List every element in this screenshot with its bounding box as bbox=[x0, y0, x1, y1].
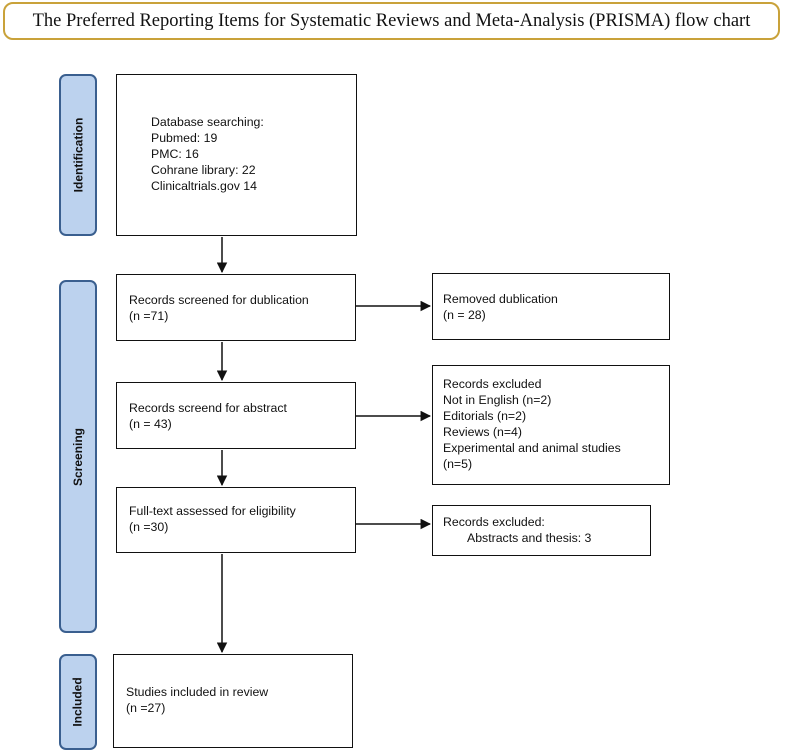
records-excluded-heading: Records excluded bbox=[443, 377, 542, 391]
phase-label-identification: Identification bbox=[59, 74, 97, 236]
phase-label-included: Included bbox=[59, 654, 97, 750]
excluded-reviews: Reviews (n=4) bbox=[443, 425, 522, 439]
cochrane-count: Cohrane library: 22 bbox=[151, 163, 256, 177]
records-screened-abstract-label: Records screend for abstract bbox=[129, 401, 287, 415]
studies-included-count: (n =27) bbox=[126, 701, 166, 715]
removed-duplication-label: Removed dublication bbox=[443, 292, 558, 306]
records-screened-abstract-count: (n = 43) bbox=[129, 417, 172, 431]
fulltext-assessed-label: Full-text assessed for eligibility bbox=[129, 504, 296, 518]
records-screened-abstract-box: Records screend for abstract (n = 43) bbox=[116, 382, 356, 449]
phase-label-screening: Screening bbox=[59, 280, 97, 633]
excluded-editorials: Editorials (n=2) bbox=[443, 409, 527, 423]
fulltext-assessed-count: (n =30) bbox=[129, 520, 169, 534]
records-screened-duplication-box: Records screened for dublication (n =71) bbox=[116, 274, 356, 341]
pmc-count: PMC: 16 bbox=[151, 147, 199, 161]
database-searching-heading: Database searching: bbox=[151, 115, 264, 129]
removed-duplication-box: Removed dublication (n = 28) bbox=[432, 273, 670, 340]
records-excluded-abstract-box: Records excluded Not in English (n=2) Ed… bbox=[432, 365, 670, 485]
phase-label-included-text: Included bbox=[71, 677, 85, 727]
records-screened-duplication-label: Records screened for dublication bbox=[129, 293, 309, 307]
pubmed-count: Pubmed: 19 bbox=[151, 131, 218, 145]
removed-duplication-count: (n = 28) bbox=[443, 308, 486, 322]
clinicaltrials-count: Clinicaltrials.gov 14 bbox=[151, 179, 257, 193]
excluded-not-english: Not in English (n=2) bbox=[443, 393, 552, 407]
records-excluded-fulltext-heading: Records excluded: bbox=[443, 515, 545, 529]
phase-label-screening-text: Screening bbox=[71, 427, 85, 486]
phase-label-identification-text: Identification bbox=[71, 117, 86, 193]
records-excluded-fulltext-box: Records excluded: Abstracts and thesis: … bbox=[432, 505, 651, 556]
studies-included-box: Studies included in review (n =27) bbox=[113, 654, 353, 748]
fulltext-assessed-box: Full-text assessed for eligibility (n =3… bbox=[116, 487, 356, 553]
chart-title: The Preferred Reporting Items for System… bbox=[3, 2, 780, 40]
excluded-abstracts-thesis: Abstracts and thesis: 3 bbox=[467, 531, 592, 545]
excluded-experimental-animal-count: (n=5) bbox=[443, 457, 473, 471]
excluded-experimental-animal: Experimental and animal studies bbox=[443, 441, 621, 455]
database-searching-box: Database searching: Pubmed: 19 PMC: 16 C… bbox=[116, 74, 357, 236]
studies-included-label: Studies included in review bbox=[126, 685, 269, 699]
records-screened-duplication-count: (n =71) bbox=[129, 309, 169, 323]
